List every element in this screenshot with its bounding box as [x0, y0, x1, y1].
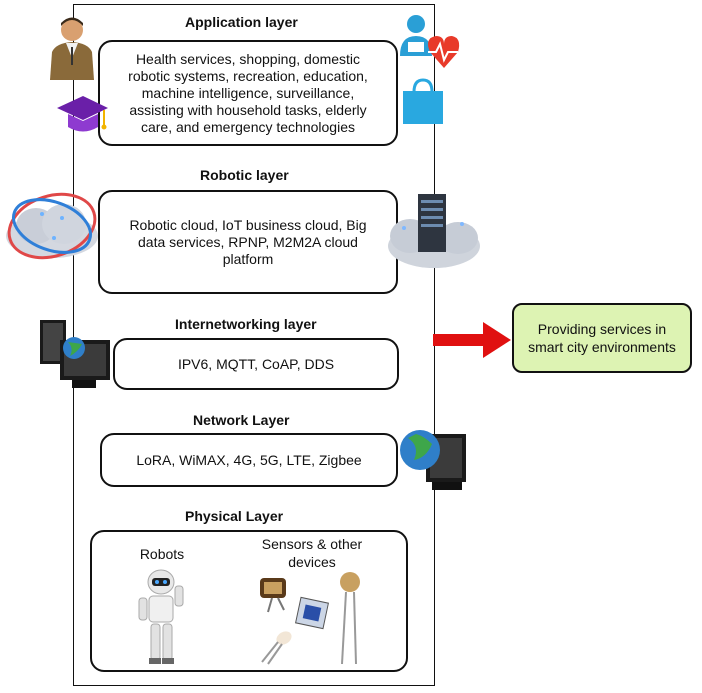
application-line: Health services, shopping, domestic	[135, 50, 361, 67]
application-line: care, and emergency technologies	[140, 118, 355, 135]
robot-icon	[138, 569, 184, 664]
person-icon	[50, 17, 94, 80]
robotic-layer-box: Robotic cloud, IoT business cloud, Big d…	[98, 190, 398, 294]
application-line: robotic systems, recreation, education,	[128, 67, 368, 84]
shopping-bag-icon	[403, 78, 443, 124]
application-line: assisting with household tasks, elderly	[129, 101, 367, 118]
sensors-label-line1: Sensors & other	[261, 536, 363, 552]
robotic-line: platform	[222, 250, 274, 267]
robotic-line: Robotic cloud, IoT business cloud, Big	[129, 216, 367, 233]
robotic-line: data services, RPNP, M2M2A cloud	[138, 233, 358, 250]
application-layer-box: Health services, shopping, domestic robo…	[98, 40, 398, 146]
output-box: Providing services in smart city environ…	[512, 303, 692, 373]
network-layer-box: LoRA, WiMAX, 4G, 5G, LTE, Zigbee	[100, 433, 398, 487]
internetworking-layer-title: Internetworking layer	[175, 316, 317, 332]
cloud-orbit-icon	[6, 192, 98, 260]
internetworking-layer-box: IPV6, MQTT, CoAP, DDS	[113, 338, 399, 390]
cloud-server-icon	[388, 194, 480, 268]
sensors-label-line2: devices	[288, 554, 336, 570]
output-line: smart city environments	[528, 339, 676, 355]
robotic-layer-title: Robotic layer	[200, 167, 289, 183]
robots-label: Robots	[139, 546, 185, 562]
network-layer-title: Network Layer	[193, 412, 290, 428]
arrow-right-icon	[433, 322, 511, 358]
monitor-globe-icon	[40, 320, 110, 388]
application-layer-title: Application layer	[185, 14, 298, 30]
graduation-cap-icon	[57, 96, 108, 132]
sensors-icon	[260, 572, 360, 665]
network-text: LoRA, WiMAX, 4G, 5G, LTE, Zigbee	[136, 451, 362, 468]
internetworking-text: IPV6, MQTT, CoAP, DDS	[177, 355, 335, 372]
output-line: Providing services in	[537, 321, 667, 337]
health-icon	[400, 15, 460, 68]
physical-layer-title: Physical Layer	[185, 508, 284, 524]
globe-monitor-icon	[400, 430, 466, 490]
application-line: machine intelligence, surveillance,	[141, 84, 355, 101]
